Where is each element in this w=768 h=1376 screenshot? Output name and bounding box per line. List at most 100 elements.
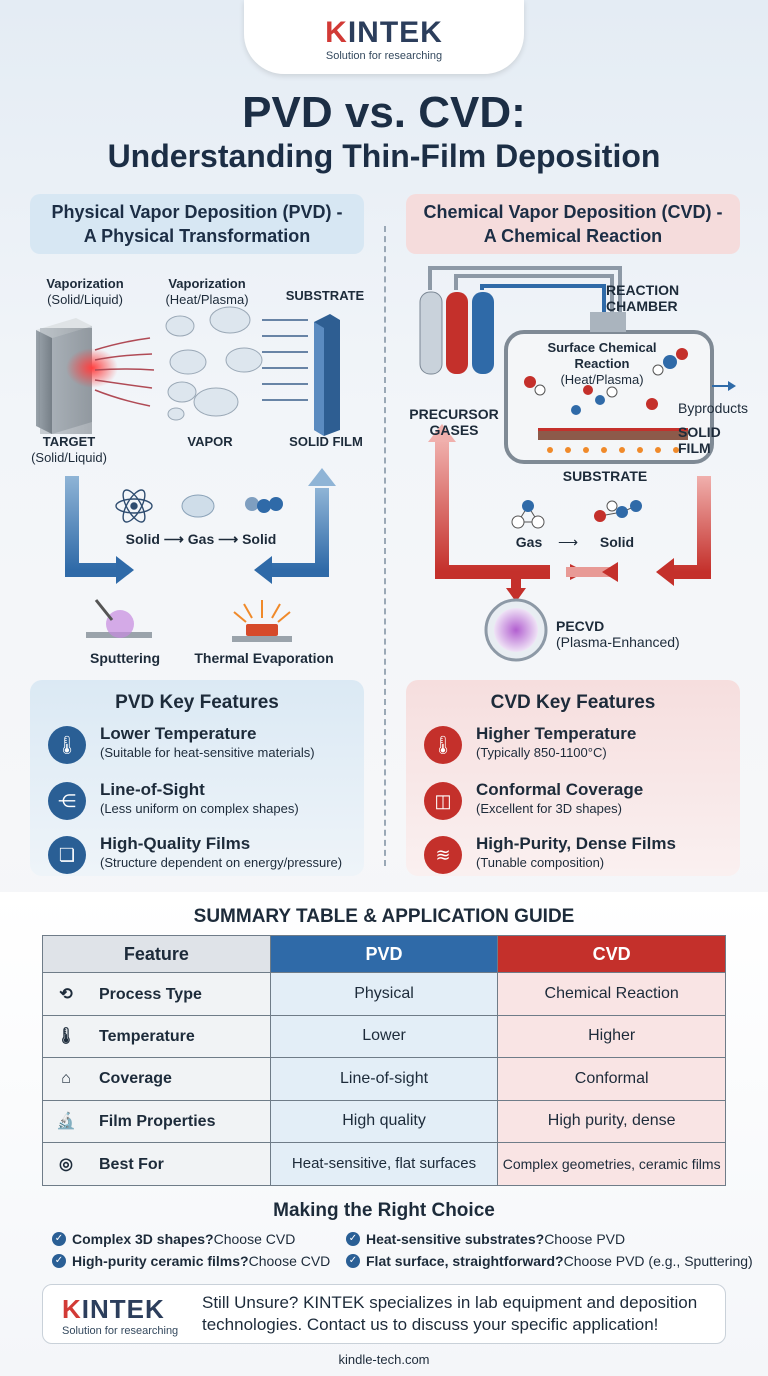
feature-sub: (Tunable composition): [476, 855, 605, 870]
cvd-substrate-label: SUBSTRATE: [562, 468, 648, 484]
feature-title: High-Purity, Dense Films: [476, 834, 676, 853]
cvd-flow-arrow-right: [670, 476, 711, 579]
stack-icon: ≋: [424, 836, 462, 874]
cta-text: Still Unsure? KINTEK specializes in lab …: [202, 1292, 722, 1336]
cvd-cell: High purity, dense: [497, 1099, 726, 1143]
feature-title: Line-of-Sight: [100, 780, 205, 799]
feature-cell: ⟲Process Type: [42, 972, 271, 1016]
pvd-substrate-label: SUBSTRATE: [285, 288, 365, 303]
feature-title: Lower Temperature: [100, 724, 257, 743]
pvd-cell: Lower: [269, 1014, 499, 1058]
solid-atom-icon: [115, 489, 153, 523]
pvd-flow-arrow-right: [268, 488, 329, 577]
pvd-features-title: PVD Key Features: [115, 692, 279, 713]
label-text: GASES: [429, 422, 479, 438]
pvd-features-panel: PVD Key Features 🌡 Lower Temperature(Sui…: [30, 680, 364, 876]
choice-tip: ✓ Flat surface, straightforward? Choose P…: [346, 1252, 753, 1270]
summary-table: Feature PVD CVD ⟲Process Type Physical C…: [42, 935, 726, 1186]
check-icon: ✓: [346, 1232, 360, 1246]
pecvd-plasma-icon: [484, 598, 548, 662]
table-row: ⌂Coverage Line-of-sight Conformal: [42, 1057, 726, 1101]
cvd-cell: Complex geometries, ceramic films: [497, 1142, 726, 1186]
thermometer-icon: 🌡: [55, 1028, 77, 1046]
label-text: (Heat/Plasma): [165, 292, 249, 307]
target-block: [36, 318, 118, 434]
label-text: PRECURSOR: [409, 406, 499, 422]
check-icon: ✓: [346, 1254, 360, 1268]
choice-title: Making the Right Choice: [273, 1200, 495, 1221]
label-text: FILM: [678, 440, 711, 456]
label-text: (Solid/Liquid): [31, 450, 107, 465]
website-link[interactable]: kindle-tech.com: [338, 1352, 430, 1367]
table-row: ◎Best For Heat-sensitive, flat surfaces …: [42, 1142, 726, 1186]
pecvd-label: PECVD(Plasma-Enhanced): [556, 618, 706, 650]
cvd-heading-line2: A Chemical Reaction: [483, 226, 663, 246]
target-icon: ◎: [59, 1155, 73, 1173]
feature-label: Film Properties: [99, 1113, 216, 1131]
cvd-cell: Higher: [497, 1014, 726, 1058]
feature-cell: ⌂ Coverage: [42, 1057, 271, 1101]
choice-tip: ✓Heat-sensitive substrates? Choose PVD: [346, 1230, 625, 1248]
cube-icon: ◫: [424, 782, 462, 820]
header-pvd: PVD: [269, 935, 499, 973]
pvd-cell: Physical: [269, 972, 499, 1016]
pvd-diagram: [36, 306, 340, 642]
cta-line: Still Unsure? KINTEK specializes in lab …: [202, 1293, 698, 1312]
pvd-cell: High quality: [269, 1099, 499, 1143]
byproducts-label: Byproducts: [678, 400, 749, 416]
rays-icon: ⋲: [48, 782, 86, 820]
feature-cell: 🔬 Film Properties: [42, 1099, 271, 1143]
label-text: PECVD: [556, 618, 605, 634]
feature-label: Coverage: [99, 1069, 172, 1087]
label-text: TARGET: [42, 434, 96, 449]
label-text: (Heat/Plasma): [560, 372, 644, 387]
page-subtitle: Understanding Thin-Film Deposition: [107, 138, 661, 174]
heat-flames: [547, 447, 679, 453]
sputtering-icon: [86, 599, 152, 638]
cvd-heading-line1: Chemical Vapor Deposition (CVD) -: [423, 202, 723, 222]
cta-line: technologies. Contact us to discuss your…: [202, 1315, 659, 1334]
cta-logo: KINTEK Solution for researching: [62, 1294, 192, 1337]
feature-title: High-Quality Films: [100, 834, 251, 853]
feature-label: Best For: [99, 1155, 164, 1173]
solid-molecule-icon: [245, 497, 283, 513]
choice-tip: ✓Complex 3D shapes? Choose CVD: [52, 1230, 295, 1248]
cvd-diagram: [419, 266, 736, 662]
label-text: (Solid/Liquid): [47, 292, 123, 307]
tip-question: High-purity ceramic films?: [72, 1253, 249, 1269]
label-text: CHAMBER: [606, 298, 678, 314]
microscope-icon: 🔬: [56, 1113, 76, 1131]
pvd-flow-arrow-left: [65, 476, 120, 577]
cvd-cell: Conformal: [497, 1057, 726, 1101]
feature-label: Process Type: [99, 985, 202, 1003]
cvd-cell: Chemical Reaction: [497, 972, 726, 1016]
tip-answer: Choose PVD (e.g., Sputtering): [563, 1253, 753, 1269]
brand-logo: KINTEK: [62, 1294, 165, 1324]
tip-question: Flat surface, straightforward?: [366, 1253, 564, 1269]
table-row: ⟲Process Type Physical Chemical Reaction: [42, 972, 726, 1016]
pvd-heading: Physical Vapor Deposition (PVD) - A Phys…: [30, 194, 364, 254]
reaction-molecules: [524, 348, 688, 415]
label-text: Vaporization: [168, 276, 246, 291]
thermometer-icon: 🌡: [424, 726, 462, 764]
pvd-feature-item: 🌡 Lower Temperature(Suitable for heat-se…: [48, 724, 315, 764]
thermal-evaporation-icon: [232, 600, 292, 642]
label-text: (Plasma-Enhanced): [556, 634, 680, 650]
sputtering-label: Sputtering: [90, 650, 160, 666]
layers-icon: ❏: [48, 836, 86, 874]
label-text: REACTION: [606, 282, 680, 298]
coverage-icon: ⌂: [61, 1069, 71, 1087]
pvd-cell: Heat-sensitive, flat surfaces: [269, 1142, 499, 1186]
pvd-solid-film-label: SOLID FILM: [289, 434, 363, 449]
feature-label: Temperature: [99, 1028, 195, 1046]
feature-sub: (Excellent for 3D shapes): [476, 801, 622, 816]
pvd-feature-item: ⋲ Line-of-Sight(Less uniform on complex …: [48, 780, 299, 820]
section-divider: [384, 226, 386, 866]
precursor-gas-cylinders: [419, 291, 494, 375]
table-row: 🔬 Film Properties High quality High purit…: [42, 1099, 726, 1143]
feature-title: Higher Temperature: [476, 724, 637, 743]
check-icon: ✓: [52, 1254, 66, 1268]
